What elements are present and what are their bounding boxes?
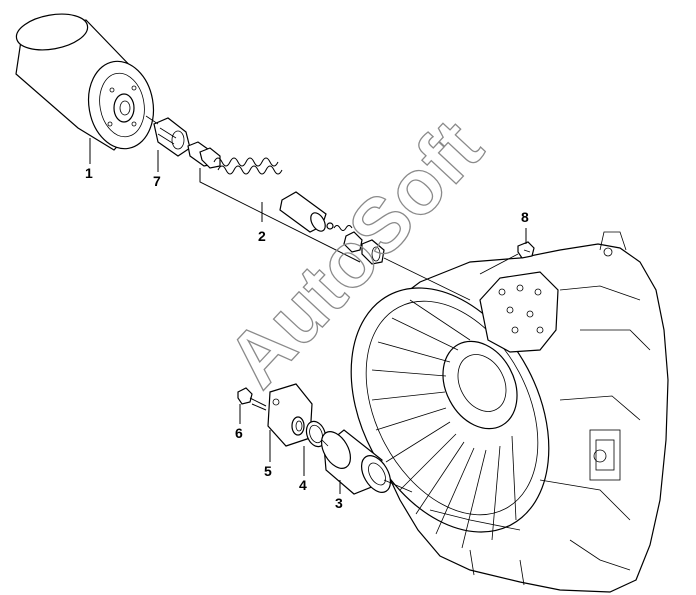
filter-adapter: [153, 117, 191, 157]
callout-3: 3: [335, 495, 343, 511]
relief-valve-assembly: [187, 141, 385, 265]
callout-1: 1: [85, 165, 93, 181]
leader-lines: [89, 115, 527, 494]
callout-5: 5: [264, 463, 272, 479]
transmission-housing: [350, 231, 669, 593]
callout-7: 7: [153, 173, 161, 189]
callout-6: 6: [235, 425, 243, 441]
callout-2: 2: [258, 228, 266, 244]
callout-8: 8: [521, 209, 529, 225]
callout-4: 4: [299, 477, 307, 493]
sleeve: [320, 429, 392, 495]
screw: [517, 241, 535, 259]
callout-labels: 1 2 3 4 5 6 7 8: [85, 165, 529, 511]
oil-filter: [15, 13, 155, 151]
o-ring: [305, 420, 327, 448]
bolt: [237, 387, 267, 411]
